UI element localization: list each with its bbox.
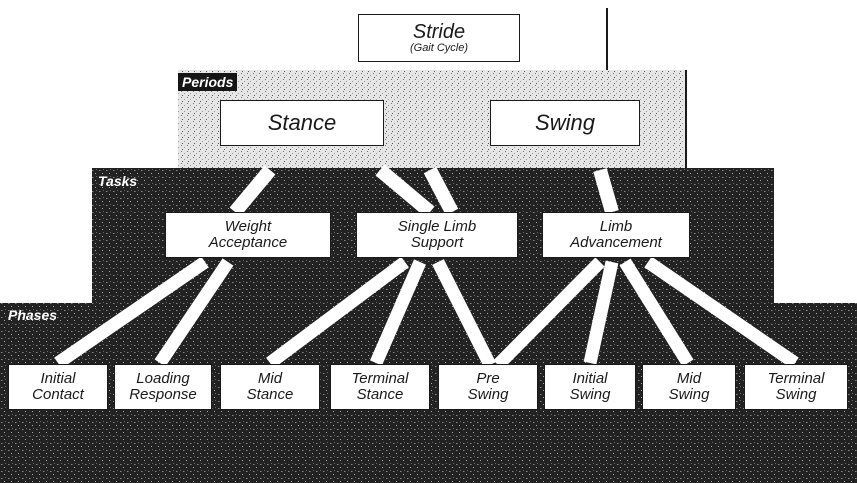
phases-label: Phases <box>8 307 58 323</box>
phase-mid-stance-box: Mid Stance <box>220 364 320 410</box>
periods-label: Periods <box>178 73 238 91</box>
task-line1: Limb <box>599 218 633 236</box>
stride-title: Stride <box>412 20 466 43</box>
phase-line2: Response <box>129 386 197 403</box>
phase-line1: Mid <box>257 370 283 388</box>
phase-terminal-stance-box: Terminal Stance <box>330 364 430 410</box>
connectors-tasks-phases <box>54 256 799 370</box>
phase-mid-swing-box: Mid Swing <box>642 364 736 410</box>
phase-initial-swing-box: Initial Swing <box>544 364 636 410</box>
connectors-periods-tasks <box>229 164 619 218</box>
phase-line2: Stance <box>246 386 294 403</box>
phase-initial-contact-box: Initial Contact <box>8 364 108 410</box>
phase-line1: Terminal <box>351 370 409 388</box>
phase-line1: Initial <box>572 370 608 388</box>
period-stance-box: Stance <box>220 100 384 146</box>
phase-line2: Swing <box>569 386 611 403</box>
task-line2: Acceptance <box>208 234 288 251</box>
phase-line1: Terminal <box>767 370 825 388</box>
period-swing-box: Swing <box>490 100 640 146</box>
period-stance-label: Stance <box>267 110 337 136</box>
phase-line1: Mid <box>676 370 702 388</box>
stride-subtitle: (Gait Cycle) <box>409 41 469 54</box>
task-line1: Single Limb <box>397 218 477 236</box>
phase-line2: Contact <box>32 386 84 403</box>
task-line1: Weight <box>224 218 272 236</box>
task-single-limb-support-box: Single Limb Support <box>356 212 518 258</box>
phase-line2: Stance <box>356 386 404 403</box>
task-limb-advancement-box: Limb Advancement <box>542 212 690 258</box>
phase-pre-swing-box: Pre Swing <box>438 364 538 410</box>
stride-box: Stride (Gait Cycle) <box>358 14 520 62</box>
tasks-label: Tasks <box>98 173 138 189</box>
phase-line1: Initial <box>40 370 76 388</box>
phase-terminal-swing-box: Terminal Swing <box>744 364 848 410</box>
phase-line2: Swing <box>467 386 509 403</box>
phase-line2: Swing <box>775 386 817 403</box>
task-weight-acceptance-box: Weight Acceptance <box>165 212 331 258</box>
task-line2: Support <box>410 234 464 251</box>
phase-line1: Pre <box>476 370 500 388</box>
phase-line1: Loading <box>136 370 190 388</box>
phase-loading-response-box: Loading Response <box>114 364 212 410</box>
task-line2: Advancement <box>570 234 662 251</box>
period-swing-label: Swing <box>535 110 595 136</box>
phase-line2: Swing <box>668 386 710 403</box>
